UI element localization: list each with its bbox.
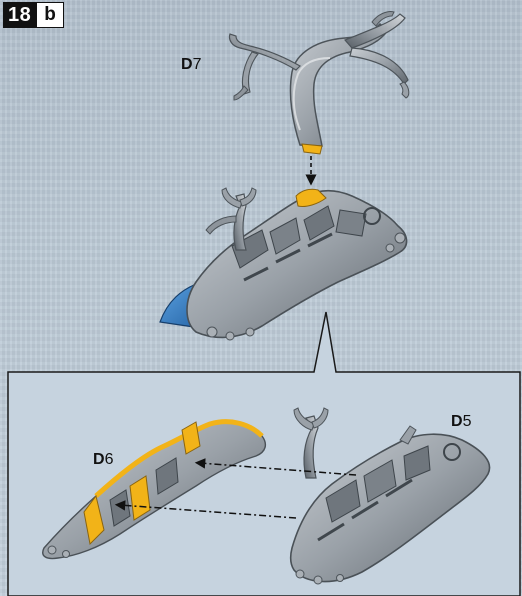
part-d7-tree	[229, 11, 408, 154]
part-label-d5: D5	[451, 413, 471, 431]
step-sub-label: b	[36, 2, 64, 28]
assembled-base	[160, 188, 407, 340]
part-label-d6: D6	[93, 451, 113, 469]
part-label-d7: D7	[181, 56, 201, 74]
step-number: 18	[3, 2, 36, 28]
step-badge: 18 b	[3, 2, 64, 28]
